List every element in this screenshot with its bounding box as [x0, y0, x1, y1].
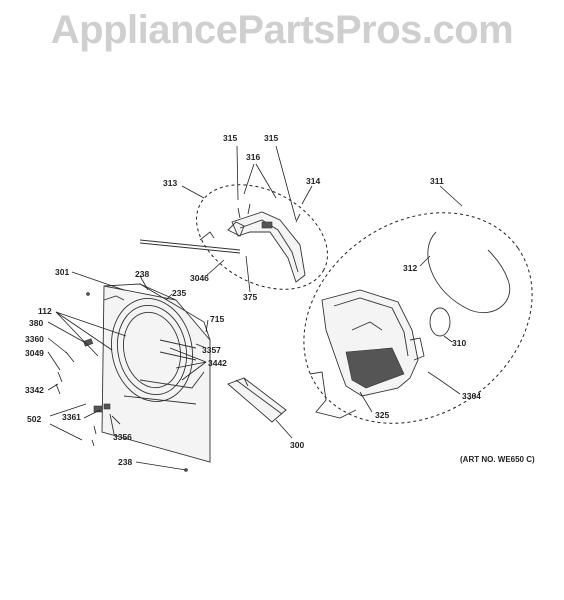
screw-part: [427, 371, 441, 381]
callout-3356: 3356: [113, 432, 132, 442]
front-panel-part: [101, 283, 211, 463]
callout-310: 310: [452, 338, 466, 348]
callout-316: 316: [246, 152, 260, 162]
callout-315: 315: [264, 133, 278, 143]
callout-3049: 3049: [25, 348, 44, 358]
callout-235: 235: [172, 288, 186, 298]
callout-238: 238: [118, 457, 132, 467]
tub-front-part: [309, 289, 425, 419]
callout-3342: 3342: [25, 385, 44, 395]
callout-311: 311: [430, 176, 444, 186]
gasket-part: [427, 231, 511, 314]
callout-315: 315: [223, 133, 237, 143]
callout-3364: 3364: [462, 391, 481, 401]
group-outline-311: [303, 212, 533, 424]
callout-3360: 3360: [25, 334, 44, 344]
callout-380: 380: [29, 318, 43, 328]
control-housing-part: [227, 203, 306, 283]
callout-301: 301: [55, 267, 69, 277]
watermark-logo: AppliancePartsPros.com: [50, 8, 514, 52]
callout-715: 715: [210, 314, 224, 324]
ring-part: [429, 307, 451, 337]
group-outline-313: [196, 184, 328, 290]
rod-part-3046: [139, 231, 241, 254]
small-hardware-parts: [55, 292, 188, 472]
callout-314: 314: [306, 176, 320, 186]
leader-lines: [47, 145, 463, 471]
callout-313: 313: [163, 178, 177, 188]
callout-3442: 3442: [208, 358, 227, 368]
callout-312: 312: [403, 263, 417, 273]
callout-300: 300: [290, 440, 304, 450]
art-number-label: (ART NO. WE650 C): [460, 455, 535, 464]
callout-238: 238: [135, 269, 149, 279]
callout-325: 325: [375, 410, 389, 420]
callout-502: 502: [27, 414, 41, 424]
callout-112: 112: [38, 306, 52, 316]
callout-3357: 3357: [202, 345, 221, 355]
dispenser-drawer-part: [227, 377, 287, 423]
callout-375: 375: [243, 292, 257, 302]
callout-3046: 3046: [190, 273, 209, 283]
callout-3361: 3361: [62, 412, 81, 422]
callout-labels: 315 315 316 313 314 311 312 3046 375 301…: [25, 133, 535, 467]
